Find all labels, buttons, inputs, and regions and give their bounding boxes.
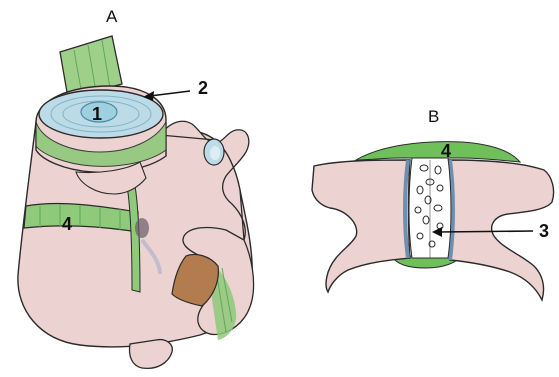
left-vertebra-b: [312, 160, 410, 292]
label-1: 1: [92, 104, 102, 124]
label-3: 3: [539, 221, 549, 241]
panel-b-label: B: [428, 107, 439, 126]
right-vertebra-b: [448, 160, 554, 300]
label-4-panel-a: 4: [62, 214, 72, 234]
lower-process: [130, 340, 173, 369]
arrow-to-annulus: [150, 91, 190, 96]
panel-a: A: [18, 7, 254, 368]
panel-a-label: A: [106, 7, 118, 26]
arrow-to-cavity: [438, 231, 533, 232]
panel-b: B 3: [312, 107, 554, 300]
label-2: 2: [198, 78, 208, 98]
label-4-panel-b: 4: [441, 141, 451, 161]
